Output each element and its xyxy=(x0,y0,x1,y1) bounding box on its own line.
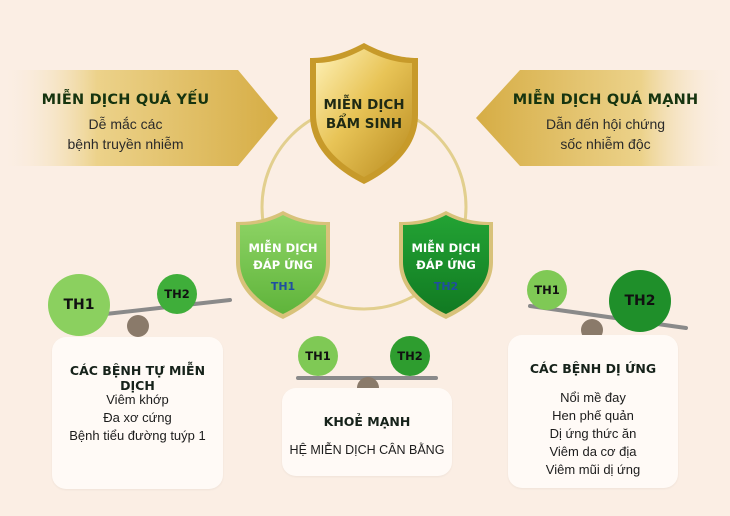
left-th2-circle: TH2 xyxy=(157,274,197,314)
left-th2-label: TH2 xyxy=(164,287,190,301)
innate-line1: MIỄN DỊCH xyxy=(323,97,405,113)
center-th2-circle: TH2 xyxy=(390,336,430,376)
autoimmune-title: CÁC BỆNH TỰ MIỄN DỊCH xyxy=(69,363,206,393)
right-th2-circle: TH2 xyxy=(609,270,671,332)
list-item: Hen phế quản xyxy=(552,408,634,423)
right-th1-label: TH1 xyxy=(534,283,560,297)
th2-shield-label: MIỄN DỊCH ĐÁP ỨNG TH2 xyxy=(403,240,489,295)
list-item: Nổi mề đay xyxy=(560,390,626,405)
list-item: Đa xơ cứng xyxy=(103,410,172,425)
healthy-subtitle: HỆ MIỄN DỊCH CÂN BẰNG xyxy=(289,443,445,457)
list-item: Viêm da cơ địa xyxy=(549,444,637,459)
allergy-title: CÁC BỆNH DỊ ỨNG xyxy=(529,361,657,376)
allergy-card: CÁC BỆNH DỊ ỨNG Nổi mề đay Hen phế quản … xyxy=(508,335,678,488)
left-th1-label: TH1 xyxy=(63,297,95,313)
weak-immunity-banner: MIỄN DỊCH QUÁ YẾU Dễ mắc các bệnh truyền… xyxy=(18,92,233,154)
strong-immunity-line1: Dẫn đến hội chứng xyxy=(545,116,666,132)
center-th1-label: TH1 xyxy=(305,349,331,363)
weak-immunity-line2: bệnh truyền nhiễm xyxy=(67,136,184,152)
weak-immunity-line1: Dễ mắc các xyxy=(88,116,163,132)
th1-shield-line1: MIỄN DỊCH xyxy=(248,241,318,255)
autoimmune-card: CÁC BỆNH TỰ MIỄN DỊCH Viêm khớp Đa xơ cứ… xyxy=(52,337,223,489)
th2-shield-tag: TH2 xyxy=(433,280,459,293)
th2-shield-line1: MIỄN DỊCH xyxy=(411,241,481,255)
th1-shield-tag: TH1 xyxy=(270,280,296,293)
healthy-title: KHOẺ MẠNH xyxy=(323,414,411,429)
th2-shield-line2: ĐÁP ỨNG xyxy=(416,258,476,272)
weak-immunity-title: MIỄN DỊCH QUÁ YẾU xyxy=(41,92,210,108)
innate-shield xyxy=(310,43,418,184)
th1-shield-label: MIỄN DỊCH ĐÁP ỨNG TH1 xyxy=(240,240,326,295)
list-item: Dị ứng thức ăn xyxy=(549,426,637,441)
autoimmune-list: Viêm khớp Đa xơ cứng Bệnh tiểu đường tuý… xyxy=(52,391,223,445)
healthy-card: KHOẺ MẠNH HỆ MIỄN DỊCH CÂN BẰNG xyxy=(282,388,452,476)
right-th1-circle: TH1 xyxy=(527,270,567,310)
left-banner-arrow xyxy=(0,70,278,166)
list-item: Viêm mũi dị ứng xyxy=(545,462,641,477)
list-item: Bệnh tiểu đường tuýp 1 xyxy=(69,428,206,443)
strong-immunity-line2: sốc nhiễm độc xyxy=(560,136,651,152)
left-th1-circle: TH1 xyxy=(48,274,110,336)
strong-immunity-title: MIỄN DỊCH QUÁ MẠNH xyxy=(512,92,699,108)
center-th1-circle: TH1 xyxy=(298,336,338,376)
list-item: Viêm khớp xyxy=(106,392,169,407)
strong-immunity-banner: MIỄN DỊCH QUÁ MẠNH Dẫn đến hội chứng sốc… xyxy=(498,92,713,154)
right-banner-arrow xyxy=(476,70,730,166)
innate-shield-label: MIỄN DỊCH BẨM SINH xyxy=(314,96,414,134)
right-th2-label: TH2 xyxy=(624,293,656,309)
center-th2-label: TH2 xyxy=(397,349,423,363)
innate-line2: BẨM SINH xyxy=(325,116,403,132)
allergy-list: Nổi mề đay Hen phế quản Dị ứng thức ăn V… xyxy=(508,389,678,479)
th1-shield-line2: ĐÁP ỨNG xyxy=(253,258,313,272)
th2-shield xyxy=(399,211,493,319)
th1-shield xyxy=(236,211,330,319)
